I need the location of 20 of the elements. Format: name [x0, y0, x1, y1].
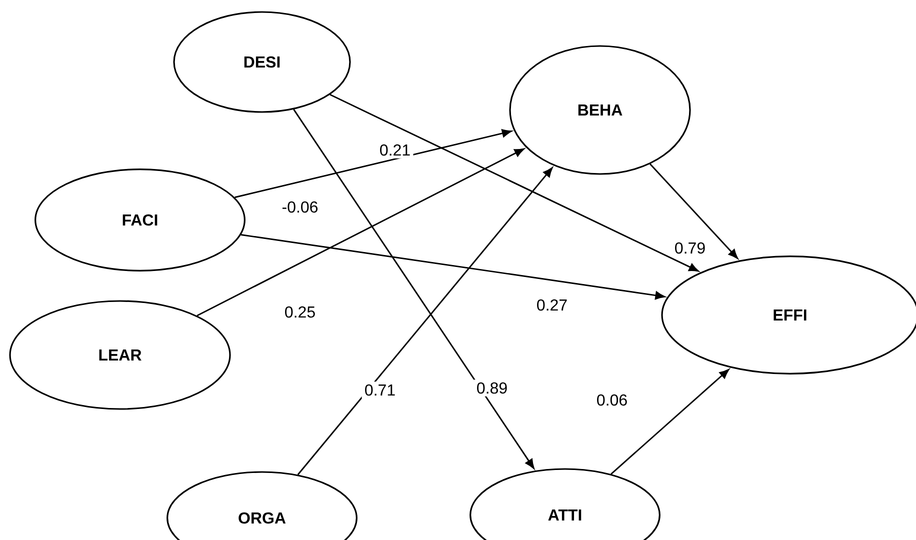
- arrow: [330, 94, 699, 272]
- ellipse-node: DESI: [173, 11, 351, 113]
- edge-label: 0.25: [282, 304, 318, 320]
- arrow: [297, 167, 553, 476]
- ellipse-node: LEAR: [9, 300, 231, 410]
- edge-label: 0.21: [376, 142, 414, 158]
- arrow: [650, 164, 738, 259]
- arrow: [610, 368, 730, 475]
- edge-label: 0.71: [362, 382, 398, 398]
- arrow: [240, 234, 666, 300]
- edge-label: 0.89: [474, 380, 510, 396]
- edge-label: 0.27: [534, 296, 570, 314]
- ellipse-node: FACI: [34, 168, 246, 272]
- ellipse-node: BEHA: [509, 45, 691, 175]
- edge-label: -0.06: [279, 198, 321, 216]
- arrow: [196, 148, 524, 316]
- edge-label: 0.06: [594, 392, 630, 408]
- edge-label: 0.79: [672, 240, 708, 256]
- arrow: [234, 129, 512, 198]
- arrow: [293, 109, 534, 469]
